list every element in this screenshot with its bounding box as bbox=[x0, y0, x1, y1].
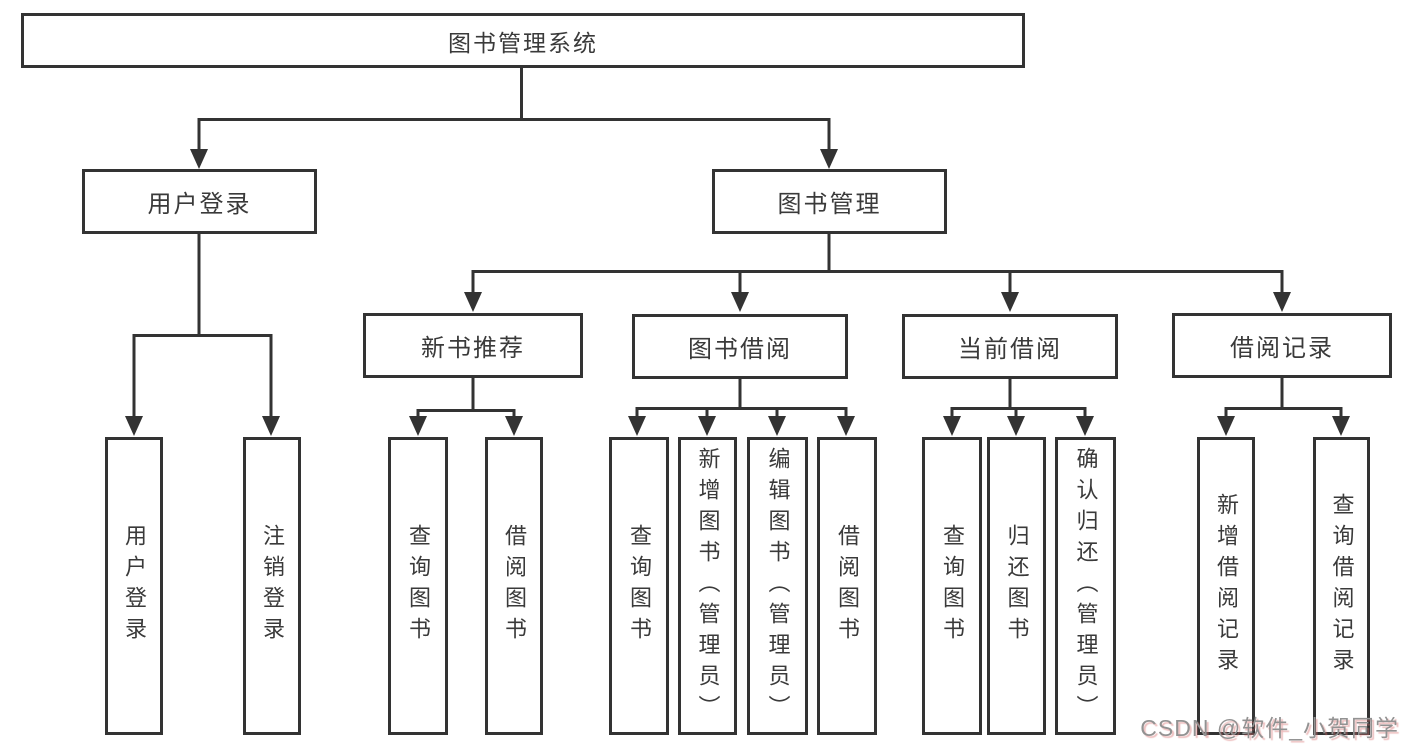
node-label: 图书管理系统 bbox=[448, 29, 598, 56]
node-book-borrowing: 图书借阅 bbox=[632, 314, 848, 379]
node-label: 注销登录 bbox=[260, 524, 285, 648]
node-label: 新书推荐 bbox=[421, 335, 525, 362]
node-label: 图书管理 bbox=[777, 191, 882, 218]
node-label: 当前借阅 bbox=[958, 336, 1062, 363]
node-label: 借阅图书 bbox=[835, 524, 860, 648]
node-label: 图书借阅 bbox=[688, 336, 792, 363]
node-leaf-query-books-recommend: 查询图书 bbox=[388, 437, 448, 735]
node-leaf-add-borrow-record: 新增借阅记录 bbox=[1197, 437, 1255, 735]
csdn-watermark: CSDN @软件_小贺同学 bbox=[1140, 715, 1399, 741]
node-label: 用户登录 bbox=[147, 191, 252, 218]
node-label: 查询借阅记录 bbox=[1329, 493, 1355, 679]
node-user-login: 用户登录 bbox=[82, 169, 317, 234]
node-leaf-logout: 注销登录 bbox=[243, 437, 301, 735]
node-leaf-user-login: 用户登录 bbox=[105, 437, 163, 735]
node-label: 新增图书（管理员） bbox=[695, 446, 721, 726]
node-leaf-query-borrow-record: 查询借阅记录 bbox=[1313, 437, 1370, 735]
node-root: 图书管理系统 bbox=[21, 13, 1025, 68]
node-leaf-return-books: 归还图书 bbox=[987, 437, 1046, 735]
node-label: 归还图书 bbox=[1004, 524, 1030, 648]
node-leaf-borrow-books-recommend: 借阅图书 bbox=[485, 437, 543, 735]
node-book-management: 图书管理 bbox=[712, 169, 947, 234]
node-label: 借阅图书 bbox=[502, 524, 527, 648]
node-leaf-edit-books-admin: 编辑图书（管理员） bbox=[747, 437, 808, 735]
node-leaf-query-books-borrowing: 查询图书 bbox=[609, 437, 669, 735]
node-label: 编辑图书（管理员） bbox=[765, 446, 791, 726]
node-leaf-query-books-current: 查询图书 bbox=[922, 437, 982, 735]
node-label: 查询图书 bbox=[406, 524, 431, 648]
node-new-book-recommend: 新书推荐 bbox=[363, 313, 583, 378]
node-label: 查询图书 bbox=[940, 524, 965, 648]
node-label: 确认归还（管理员） bbox=[1073, 446, 1099, 726]
node-label: 查询图书 bbox=[627, 524, 652, 648]
node-leaf-borrow-books-borrowing: 借阅图书 bbox=[817, 437, 877, 735]
node-label: 新增借阅记录 bbox=[1214, 493, 1239, 679]
node-label: 借阅记录 bbox=[1230, 335, 1334, 362]
node-label: 用户登录 bbox=[122, 524, 147, 648]
node-leaf-confirm-return-admin: 确认归还（管理员） bbox=[1055, 437, 1116, 735]
node-borrowing-records: 借阅记录 bbox=[1172, 313, 1392, 378]
node-current-borrowing: 当前借阅 bbox=[902, 314, 1118, 379]
node-leaf-add-books-admin: 新增图书（管理员） bbox=[678, 437, 737, 735]
